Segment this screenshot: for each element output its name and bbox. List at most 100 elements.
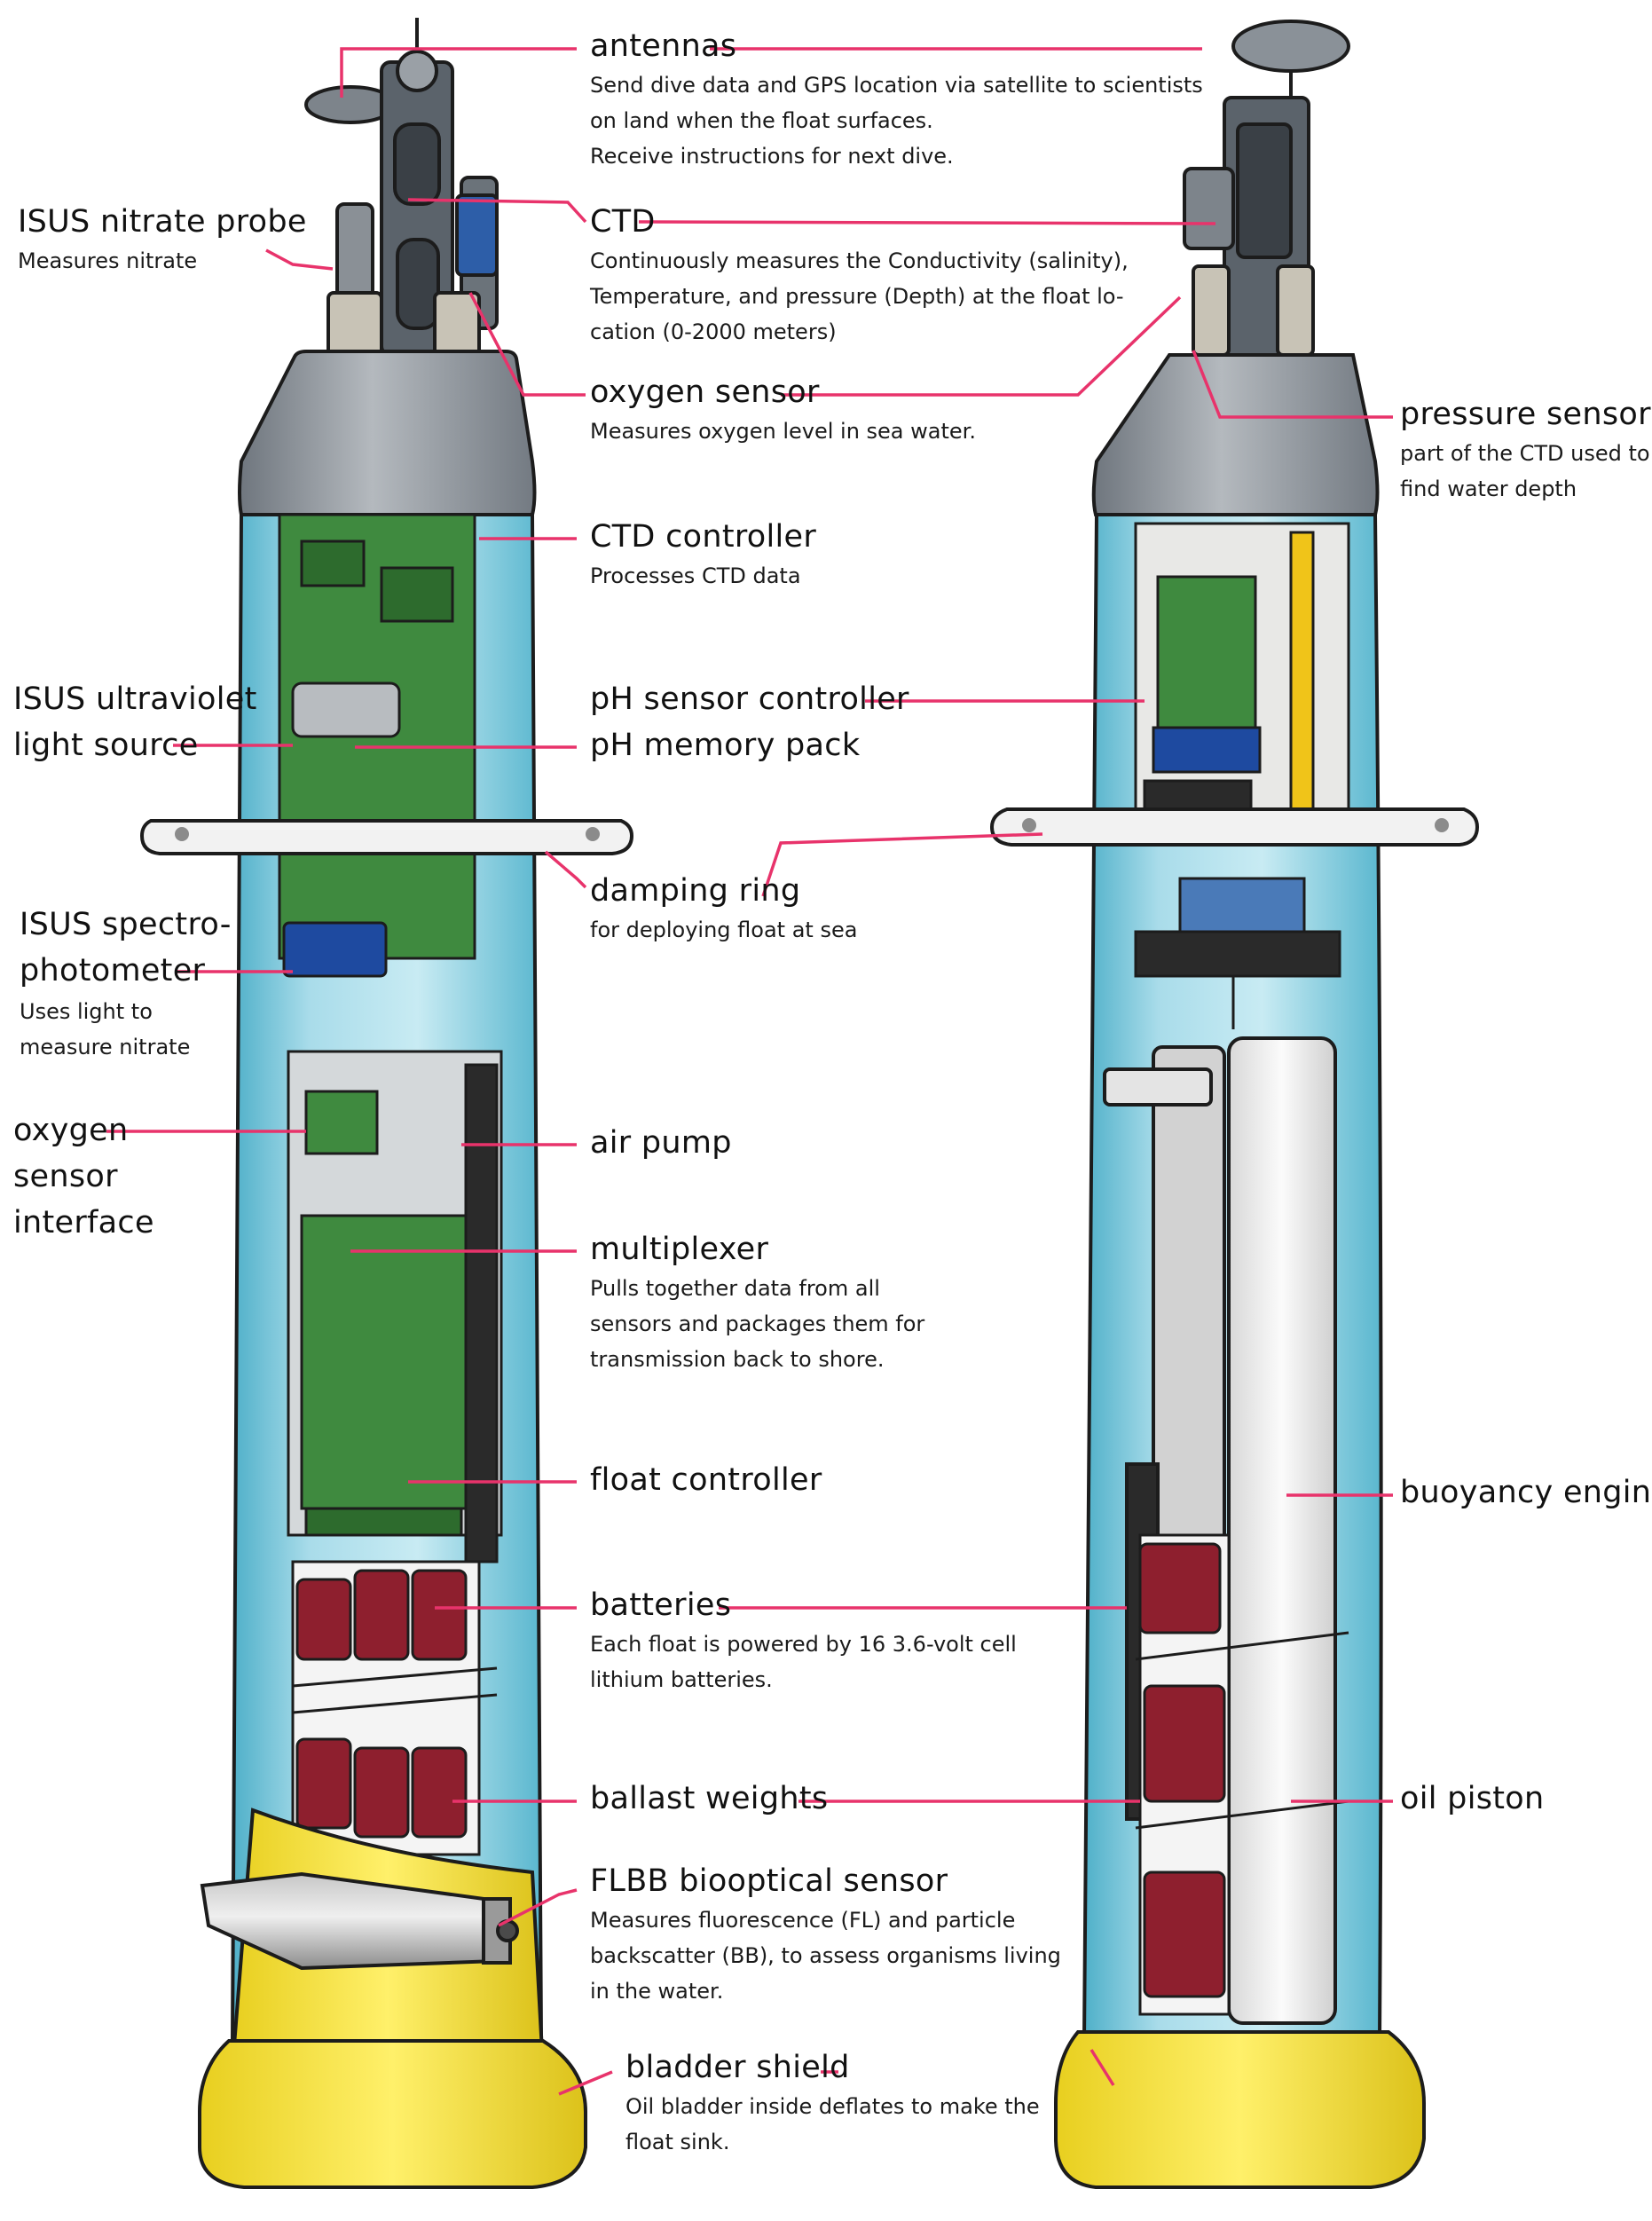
multiplexer-title: multiplexer [590, 1232, 769, 1267]
label-multiplexer: multiplexer Pulls together data from all… [590, 1230, 924, 1377]
damping-ring-desc: for deploying float at sea [590, 917, 858, 942]
leader-pressure [1192, 350, 1393, 419]
label-isus-nitrate: ISUS nitrate probe Measures nitrate [18, 202, 307, 279]
isus-uv-title-1: ISUS ultraviolet [13, 681, 257, 717]
oil-piston-title: oil piston [1400, 1781, 1545, 1816]
label-batteries: batteries Each float is powered by 16 3.… [590, 1586, 1017, 1697]
flbb-title: FLBB biooptical sensor [590, 1863, 948, 1899]
ctd-desc-2: Temperature, and pressure (Depth) at the… [590, 283, 1124, 309]
label-antennas: antennas Send dive data and GPS location… [590, 27, 1203, 174]
multiplexer-desc-2: sensors and packages them for [590, 1311, 925, 1336]
flbb-desc-1: Measures fluorescence (FL) and particle [590, 1907, 1016, 1933]
leader-flbb [498, 1888, 578, 1927]
multiplexer-desc-1: Pulls together data from all [590, 1275, 880, 1301]
leader-oxygen [468, 292, 1182, 397]
label-buoyancy-engine: buoyancy engine [1400, 1473, 1652, 1514]
oxygen-sensor-title: oxygen sensor [590, 374, 820, 410]
pressure-sensor-title: pressure sensor: [1400, 397, 1652, 432]
air-pump-title: air pump [590, 1125, 732, 1161]
label-flbb: FLBB biooptical sensor Measures fluoresc… [590, 1862, 1061, 2009]
label-ballast: ballast weights [590, 1779, 828, 1820]
antennas-desc-3: Receive instructions for next dive. [590, 143, 954, 169]
leader-damping-left [544, 850, 587, 889]
flbb-desc-3: in the water. [590, 1978, 724, 2004]
ballast-title: ballast weights [590, 1781, 829, 1816]
left-flbb-sensor [200, 1871, 519, 1971]
oxygen-interface-title-1: oxygen [13, 1113, 129, 1148]
label-oxygen-interface: oxygen sensor interface [13, 1107, 154, 1246]
oxygen-interface-title-3: interface [13, 1205, 154, 1240]
bladder-desc-1: Oil bladder inside deflates to make the [625, 2093, 1040, 2119]
left-mid-electronics [287, 1050, 503, 1563]
pressure-sensor-desc-1: part of the CTD used to [1400, 440, 1650, 466]
left-float [139, 18, 634, 2189]
right-damping-ring [989, 807, 1480, 847]
pressure-sensor-desc-2: find water depth [1400, 476, 1577, 501]
ph-memory-title: pH memory pack [590, 728, 861, 763]
right-top-cap [1091, 353, 1380, 516]
ctd-desc-1: Continuously measures the Conductivity (… [590, 248, 1129, 273]
isus-spectro-title-1: ISUS spectro- [20, 907, 232, 942]
antennas-desc-2: on land when the float surfaces. [590, 107, 933, 133]
label-isus-uv: ISUS ultraviolet light source [13, 676, 257, 768]
buoyancy-engine-title: buoyancy engine [1400, 1475, 1652, 1510]
float-controller-title: float controller [590, 1462, 822, 1498]
left-batteries [291, 1560, 498, 1856]
label-ctd: CTD Continuously measures the Conductivi… [590, 202, 1129, 350]
right-bladder-shield [1054, 2030, 1426, 2189]
label-air-pump: air pump [590, 1123, 732, 1164]
leader-bladder-right [1090, 2049, 1115, 2086]
ctd-title: CTD [590, 204, 656, 240]
leader-ctd [407, 198, 1216, 225]
left-damping-ring [139, 819, 634, 855]
batteries-desc-1: Each float is powered by 16 3.6-volt cel… [590, 1631, 1017, 1657]
isus-spectro-title-2: photometer [20, 953, 206, 988]
right-sensor-cluster [1183, 20, 1350, 366]
right-batteries [1135, 1533, 1349, 2016]
left-upper-electronics [278, 513, 476, 978]
leader-damping-right [761, 832, 1043, 897]
bladder-desc-2: float sink. [625, 2129, 730, 2154]
ctd-controller-title: CTD controller [590, 519, 817, 555]
antennas-desc-1: Send dive data and GPS location via sate… [590, 72, 1203, 98]
label-pressure-sensor: pressure sensor: part of the CTD used to… [1400, 395, 1652, 507]
right-upper-electronics [1134, 522, 1350, 827]
isus-nitrate-title: ISUS nitrate probe [18, 204, 307, 240]
label-ph-memory: pH memory pack [590, 726, 860, 767]
label-oil-piston: oil piston [1400, 1779, 1544, 1820]
left-bladder-shield [198, 2039, 587, 2189]
batteries-desc-2: lithium batteries. [590, 1666, 773, 1692]
oxygen-interface-title-2: sensor [13, 1159, 118, 1194]
label-bladder: bladder shield Oil bladder inside deflat… [625, 2048, 1040, 2160]
label-oxygen-sensor: oxygen sensor Measures oxygen level in s… [590, 373, 976, 449]
left-top-cap [238, 350, 537, 516]
isus-spectro-desc-1: Uses light to [20, 999, 153, 1024]
flbb-desc-2: backscatter (BB), to assess organisms li… [590, 1942, 1061, 1968]
antennas-title: antennas [590, 28, 737, 64]
isus-spectro-desc-2: measure nitrate [20, 1035, 191, 1059]
isus-nitrate-desc: Measures nitrate [18, 248, 198, 273]
batteries-title: batteries [590, 1587, 732, 1623]
multiplexer-desc-3: transmission back to shore. [590, 1346, 885, 1372]
oxygen-sensor-desc: Measures oxygen level in sea water. [590, 418, 976, 444]
left-sensor-cluster [304, 18, 499, 366]
label-float-controller: float controller [590, 1461, 822, 1501]
label-isus-spectro: ISUS spectro- photometer Uses light to m… [20, 902, 232, 1065]
ctd-desc-3: cation (0-2000 meters) [590, 319, 837, 344]
right-float [989, 20, 1480, 2189]
leader-bladder [558, 2070, 838, 2096]
right-mid-hardware [1134, 877, 1341, 1029]
ctd-controller-desc: Processes CTD data [590, 563, 801, 588]
leader-lines [106, 47, 1393, 2096]
damping-ring-title: damping ring [590, 873, 801, 909]
label-ph-controller: pH sensor controller [590, 680, 909, 721]
leader-isus-nitrate [265, 248, 334, 271]
isus-uv-title-2: light source [13, 728, 199, 763]
label-damping-ring: damping ring for deploying float at sea [590, 871, 857, 948]
bladder-title: bladder shield [625, 2050, 850, 2085]
leader-antennas [340, 47, 1202, 98]
ph-controller-title: pH sensor controller [590, 681, 909, 717]
label-ctd-controller: CTD controller Processes CTD data [590, 517, 816, 594]
